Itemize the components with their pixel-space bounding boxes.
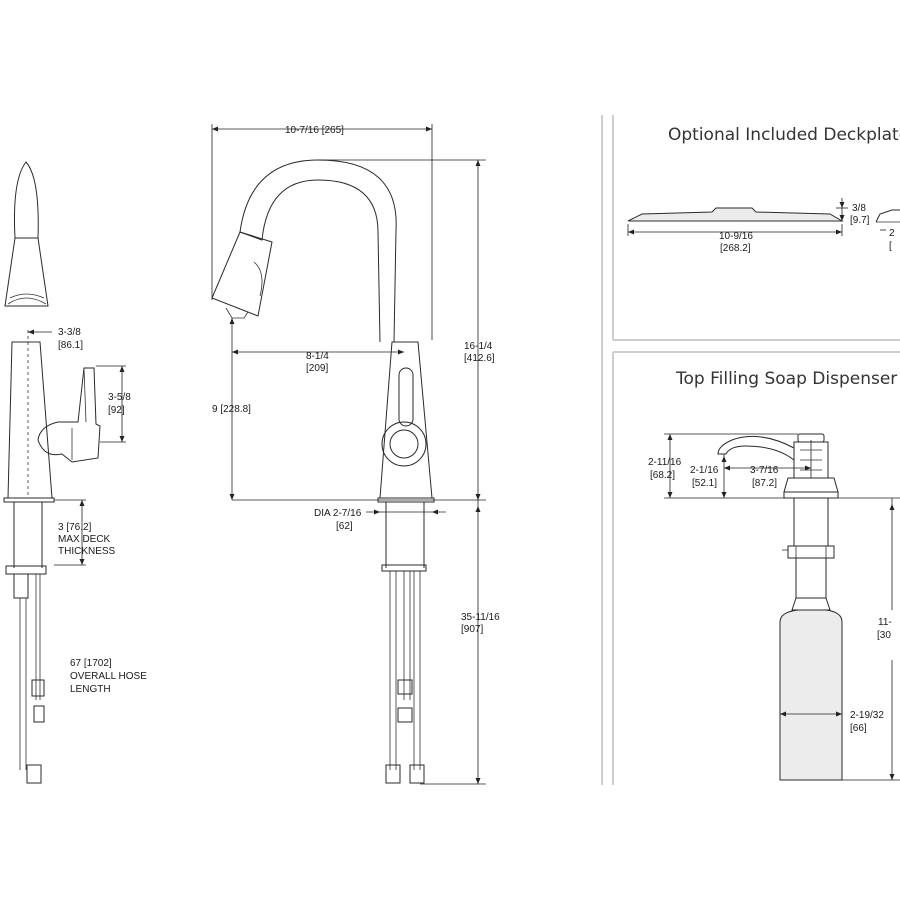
below-deck-dim: 35-11/16 — [461, 612, 500, 623]
soap-bottle-dia-dim: 2-19/32 — [850, 710, 884, 721]
deckplate-shape — [627, 207, 844, 222]
panel-frames — [601, 115, 900, 785]
hose-length-dim: 67 [1702] — [70, 658, 112, 669]
front-view: 10-7/16 [265] 8-1/4 [209] 9 [228.8] 16-1… — [211, 124, 500, 785]
side-view: 3-3/8 [86.1] 3-5/8 [92] 3 [76.2] MAX DEC… — [3, 161, 147, 784]
deck-thickness-label-1: MAX DECK — [58, 534, 111, 545]
reach-mm: [209] — [306, 363, 328, 374]
deckplate-width-dim: 10-9/16 — [719, 231, 753, 242]
soap-panel: Top Filling Soap Dispenser — [648, 369, 900, 781]
hose-length-label-1: OVERALL HOSE — [70, 671, 147, 682]
overall-height-mm: [412.6] — [464, 353, 495, 364]
soap-spout — [717, 435, 795, 461]
soap-length-dim: 11- — [878, 617, 892, 628]
below-deck-mm: [907] — [461, 624, 483, 635]
deckplate-cropped-mm: [ — [889, 241, 892, 252]
soap-reach-dim: 3-7/16 — [750, 465, 779, 476]
base-dia-mm: [62] — [336, 521, 353, 532]
side-handle-height-mm: [92] — [108, 405, 125, 416]
soap-height-dim: 2-11/16 — [648, 457, 682, 468]
side-spray-offset-mm: [86.1] — [58, 340, 83, 351]
front-handle — [398, 367, 414, 427]
side-faucet-body — [7, 341, 53, 499]
overall-width-dim: 10-7/16 [265] — [285, 125, 344, 136]
side-handle-height-dim: 3-5/8 — [108, 392, 131, 403]
spout-height-dim: 9 [228.8] — [212, 404, 251, 415]
deckplate-title: Optional Included Deckplate — [668, 125, 900, 145]
soap-bottle-dia-mm: [66] — [850, 723, 867, 734]
soap-reach-mm: [87.2] — [752, 478, 777, 489]
front-spray-head — [211, 231, 273, 317]
overall-height-dim: 16-1/4 — [464, 341, 493, 352]
hose-length-label-2: LENGTH — [70, 684, 111, 695]
deckplate-panel: Optional Included Deckplate 3/8 [9.7] 10… — [627, 125, 900, 254]
front-spout — [239, 159, 397, 343]
side-spray-offset-dim: 3-3/8 — [58, 327, 81, 338]
soap-spout-rise-mm: [52.1] — [692, 478, 717, 489]
soap-bottle — [779, 609, 843, 781]
deckplate-thickness-dim: 3/8 — [852, 203, 866, 214]
deck-thickness-dim: 3 [76.2] — [58, 522, 92, 533]
reach-dim: 8-1/4 — [306, 351, 329, 362]
side-spray-head — [14, 161, 39, 239]
base-dia-dim: DIA 2-7/16 — [314, 508, 362, 519]
soap-spout-rise-dim: 2-1/16 — [690, 465, 719, 476]
side-handle — [37, 367, 101, 463]
deckplate-cropped-dim: 2 — [889, 228, 895, 239]
deck-thickness-label-2: THICKNESS — [58, 546, 116, 557]
front-faucet-body — [379, 341, 433, 499]
deckplate-width-mm: [268.2] — [720, 243, 751, 254]
soap-height-mm: [68.2] — [650, 470, 675, 481]
deckplate-thickness-mm: [9.7] — [850, 215, 870, 226]
soap-length-mm: [30 — [877, 630, 891, 641]
soap-title: Top Filling Soap Dispenser — [675, 369, 897, 389]
